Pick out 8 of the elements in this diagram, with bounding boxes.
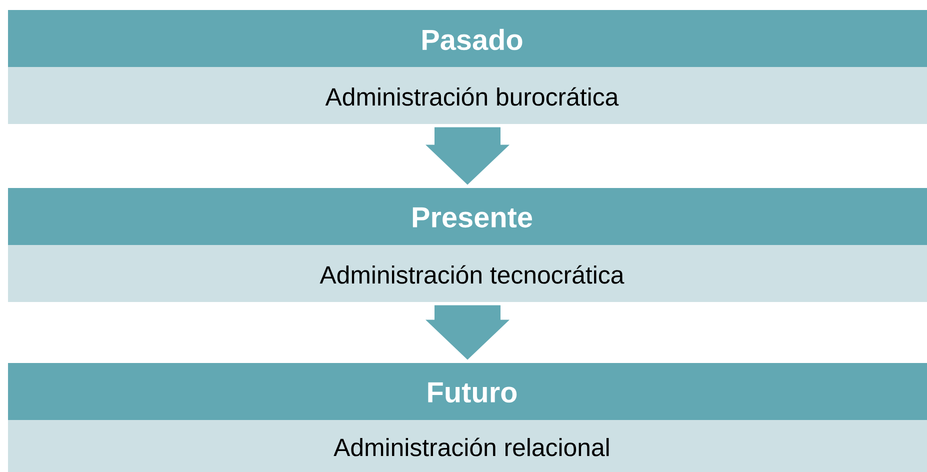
node-label: Administración tecnocrática (320, 265, 624, 284)
node-label: Administración burocrática (325, 87, 619, 106)
node-label: Administración relacional (334, 438, 609, 456)
block-arrow (426, 127, 510, 185)
block-arrow (426, 305, 510, 360)
timeline-block: Futuro Administración relacional (8, 363, 927, 472)
timeline-block: Presente Administración tecnocrática (8, 188, 927, 302)
timeline-block: Pasado Administración burocrática (8, 10, 927, 124)
